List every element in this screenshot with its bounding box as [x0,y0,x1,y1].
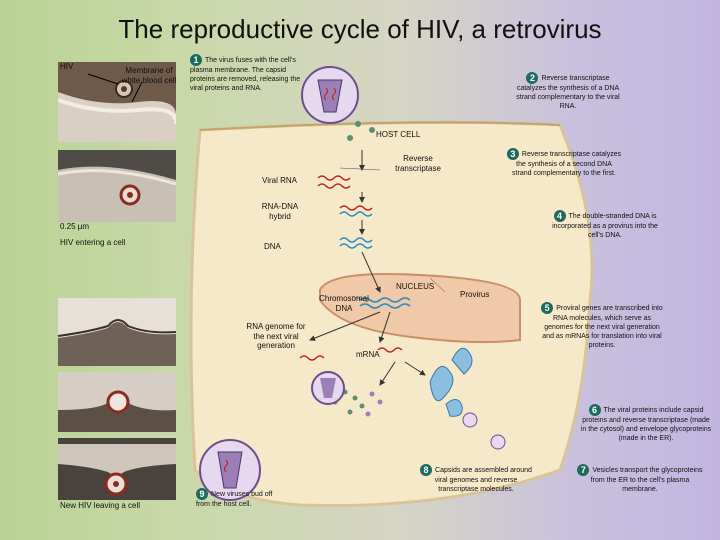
micrograph-budding-1 [58,298,176,366]
step-8-badge: 8 [420,464,433,476]
micrograph-hiv-approach [58,62,176,142]
label-mrna: mRNA [356,350,380,359]
label-rna-dna-hybrid: RNA-DNA hybrid [261,202,299,221]
label-hiv-leaving: New HIV leaving a cell [60,501,141,510]
step-9-badge: 9 [196,488,208,500]
nucleus [319,273,521,344]
label-hiv-entering: HIV entering a cell [60,238,126,247]
step-7-badge: 7 [577,464,590,476]
label-scale: 0.25 µm [60,222,90,231]
label-viral-rna: Viral RNA [262,176,297,185]
step-1-badge: 1 [190,54,202,66]
step-2-badge: 2 [526,72,539,84]
step-5-badge: 5 [541,302,554,314]
label-host-cell: HOST CELL [376,130,421,139]
slide-title: The reproductive cycle of HIV, a retrovi… [118,14,602,44]
label-provirus: Provirus [460,290,490,299]
virus-budding [199,439,261,501]
label-dna: DNA [264,242,281,251]
capsid-assembled [311,371,345,405]
label-nucleus: NUCLEUS [396,282,435,291]
step-3-badge: 3 [506,148,519,160]
micrograph-hiv-fusing [58,150,176,222]
virus-entering [301,66,359,124]
label-rna-genome: RNA genome for the next viral generation [246,322,306,350]
step-6-badge: 6 [588,404,601,416]
endoplasmic-reticulum [429,347,473,417]
micrograph-budding-3 [58,438,176,500]
label-reverse-transcriptase: Reverse transcriptase [395,154,441,173]
label-hiv: HIV [60,62,74,71]
micrograph-budding-2 [58,372,176,432]
step-4-badge: 4 [553,210,566,222]
label-membrane: Membrane of white blood cell [121,66,177,85]
label-chromosomal-dna: Chromosomal DNA [319,294,369,313]
